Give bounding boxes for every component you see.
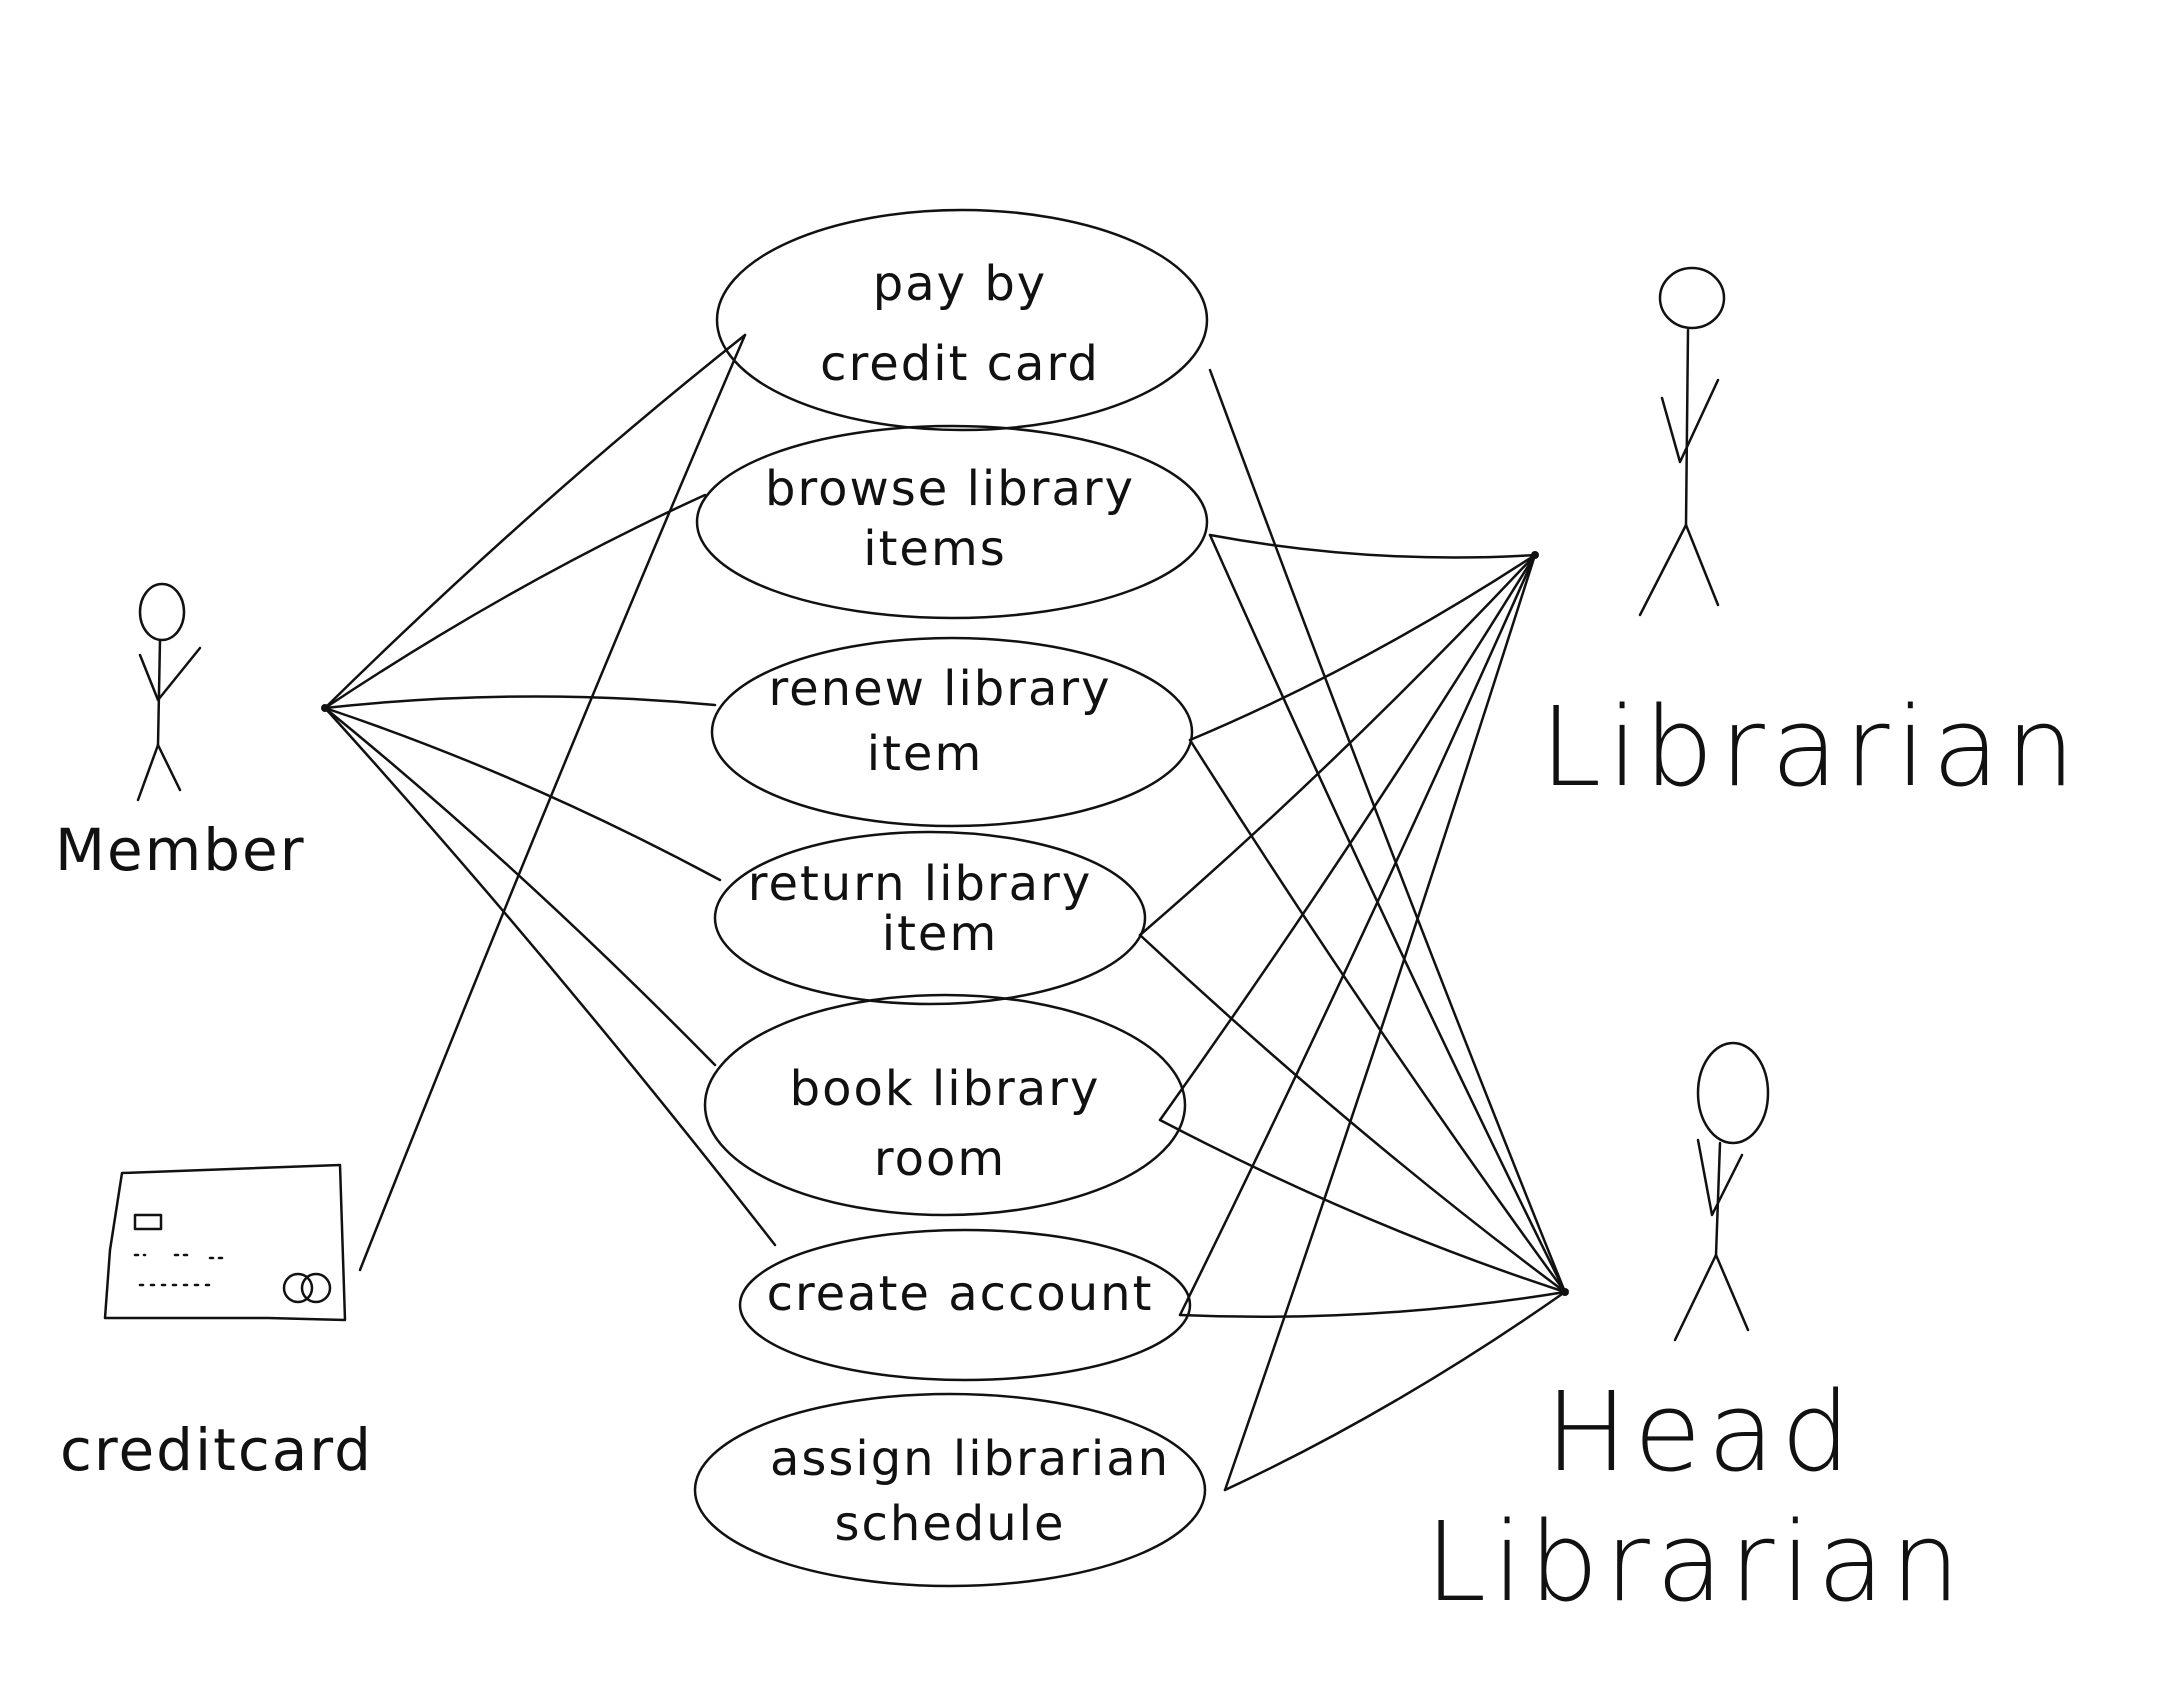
use-case-ellipse (738, 1228, 1192, 1382)
use-case-ellipse (713, 830, 1147, 1006)
use-case-label-line: schedule (834, 1496, 1065, 1552)
use-case-label-line: room (874, 1131, 1006, 1187)
use-case-ellipse (715, 208, 1209, 432)
actor-label-line: Librarian (1425, 1498, 1966, 1626)
use-case-ellipse (703, 993, 1187, 1217)
association-line-librarian-assign (1223, 553, 1537, 1492)
stick-figure-icon (1638, 266, 1726, 617)
junction-dot-member (321, 704, 329, 712)
use-case-book: book library room (703, 993, 1187, 1217)
association-line-member-book (323, 706, 717, 1067)
actor-label: Member (55, 816, 306, 884)
association-line-head-librarian-renew (1188, 738, 1567, 1294)
association-line-member-browse (323, 493, 707, 710)
stick-figure-icon (136, 582, 202, 802)
use-case-label-line: browse library (765, 461, 1135, 517)
stick-figure-icon (1673, 1041, 1770, 1342)
association-line-librarian-return (1138, 553, 1537, 937)
use-case-ellipse (695, 424, 1209, 620)
credit-card-icon (103, 1163, 347, 1322)
actor-label-line: Head (1545, 1368, 1857, 1496)
use-case-label-line: credit card (820, 336, 1100, 392)
use-case-renew: renew library item (710, 636, 1194, 828)
association-line-member-pay (323, 333, 747, 710)
actor-member: Member (55, 582, 306, 884)
association-line-librarian-create (1178, 553, 1537, 1317)
junction-dot-librarian (1531, 551, 1539, 559)
use-case-pay: pay by credit card (715, 208, 1209, 432)
use-case-create: create account (738, 1228, 1192, 1382)
use-case-label-line: return library (748, 856, 1092, 912)
actor-head-librarian: Head Librarian (1425, 1041, 1966, 1626)
association-line-member-renew (323, 695, 717, 710)
use-case-return: return library item (713, 830, 1147, 1006)
junction-dot-head-librarian (1561, 1288, 1569, 1296)
association-line-librarian-browse (1208, 533, 1537, 559)
use-case-ellipse (710, 636, 1194, 828)
use-case-label-line: book library (790, 1061, 1101, 1117)
use-case-browse: browse library items (695, 424, 1209, 620)
use-case-label-line: pay by (873, 256, 1047, 312)
association-line-head-librarian-return (1138, 933, 1567, 1294)
use-case-assign: assign librarian schedule (693, 1392, 1207, 1588)
association-line-librarian-book (1158, 553, 1537, 1122)
association-line-head-librarian-browse (1208, 533, 1567, 1294)
association-line-head-librarian-create (1178, 1290, 1567, 1319)
actor-label: Librarian (1540, 683, 2081, 811)
actor-librarian: Librarian (1540, 266, 2081, 811)
association-line-member-return (323, 706, 722, 882)
use-case-label-line: assign librarian (770, 1431, 1170, 1487)
use-case-ellipse (693, 1392, 1207, 1588)
association-line-creditcard-pay (358, 333, 747, 1272)
association-line-head-librarian-assign (1223, 1290, 1567, 1492)
use-case-label-line: items (863, 521, 1006, 577)
use-case-label-line: renew library (768, 661, 1111, 717)
actor-creditcard: creditcard (60, 1163, 373, 1484)
use-case-label-line: create account (767, 1266, 1154, 1322)
association-lines (321, 333, 1569, 1492)
use-case-label-line: item (867, 726, 983, 782)
association-line-librarian-renew (1188, 553, 1537, 742)
association-line-head-librarian-book (1158, 1118, 1567, 1294)
association-line-member-create (323, 706, 777, 1247)
use-case-label-line: item (882, 906, 998, 962)
actor-label: creditcard (60, 1416, 373, 1484)
association-line-head-librarian-pay (1208, 368, 1567, 1294)
